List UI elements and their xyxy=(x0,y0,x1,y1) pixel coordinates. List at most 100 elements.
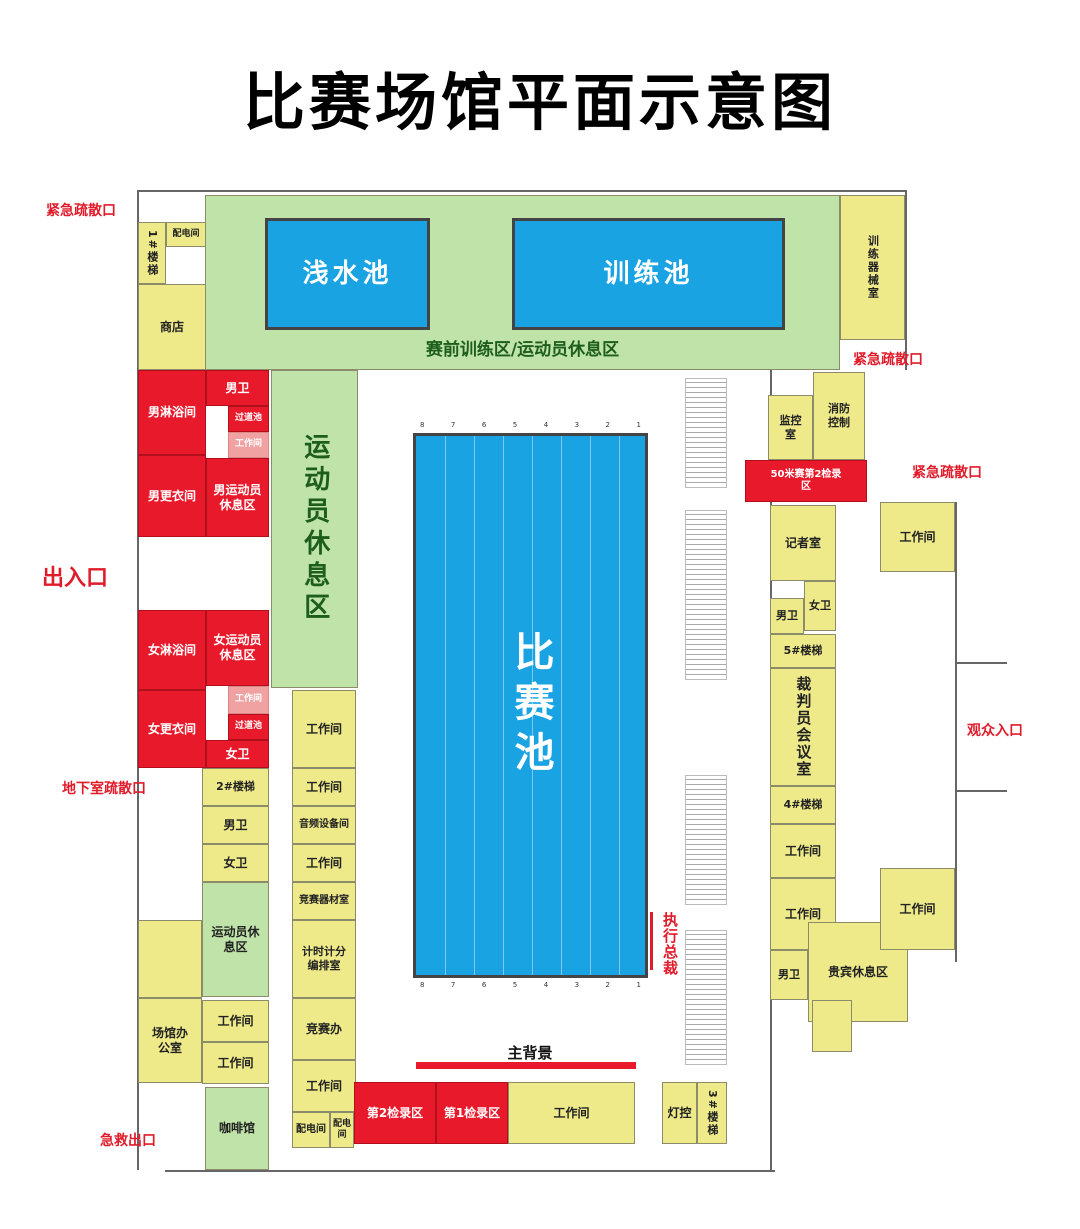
check-zone-50m-label: 50米赛第2检录区 xyxy=(770,468,842,493)
timing-room-label: 计时计分编排室 xyxy=(302,945,346,972)
stair-1-label: 1#楼梯 xyxy=(145,229,159,277)
men-wc-2: 男卫 xyxy=(202,806,269,844)
lane-number: 7 xyxy=(450,421,456,429)
men-wc-label: 男卫 xyxy=(225,380,250,395)
lane-line xyxy=(619,436,620,975)
shallow-pool: 浅水池 xyxy=(265,218,430,330)
spectator-seats xyxy=(685,378,727,488)
men-athlete-rest-label: 男运动员休息区 xyxy=(213,482,262,512)
workroom-f: 工作间 xyxy=(292,1060,356,1112)
lane-number: 1 xyxy=(636,421,641,429)
workroom-e-label: 工作间 xyxy=(305,855,342,870)
workroom-b: 工作间 xyxy=(202,1042,269,1084)
transit-pool-1: 过道池 xyxy=(228,406,269,432)
small-workroom-1-label: 工作间 xyxy=(234,439,262,450)
lane-line xyxy=(590,436,591,975)
light-control-label: 灯控 xyxy=(667,1105,692,1120)
equipment-room-label: 竞赛器材室 xyxy=(299,894,349,906)
lane-number: 5 xyxy=(512,981,518,989)
lane-number: 6 xyxy=(481,421,487,429)
women-shower: 女淋浴间 xyxy=(138,610,206,690)
women-changing-label: 女更衣间 xyxy=(147,721,196,736)
workroom-a-label: 工作间 xyxy=(217,1013,254,1028)
press-room: 记者室 xyxy=(770,505,836,581)
workroom-a: 工作间 xyxy=(202,1000,269,1042)
women-athlete-rest: 女运动员休息区 xyxy=(206,610,269,686)
audience-entrance-label: 观众入口 xyxy=(967,723,1023,739)
women-wc-3: 女卫 xyxy=(804,581,836,631)
lane-number: 4 xyxy=(543,421,549,429)
workroom-g-label: 工作间 xyxy=(553,1105,590,1120)
emergency-exit-ne-label: 紧急疏散口 xyxy=(853,352,923,368)
vip-lounge-annex xyxy=(812,1000,852,1052)
power-room-3-label: 配电间 xyxy=(333,1118,352,1140)
workroom-d-label: 工作间 xyxy=(305,779,342,794)
transit-pool-2: 过道池 xyxy=(228,714,269,740)
workroom-d: 工作间 xyxy=(292,768,356,806)
workroom-c: 工作间 xyxy=(292,690,356,768)
outer-wall-top xyxy=(137,190,907,192)
stair-1: 1#楼梯 xyxy=(138,222,166,284)
check-zone-2: 第2检录区 xyxy=(354,1082,436,1144)
cafe-label: 咖啡馆 xyxy=(218,1121,255,1135)
power-room-1-label: 配电间 xyxy=(172,228,200,239)
lane-line xyxy=(474,436,475,975)
check-zone-1-label: 第1检录区 xyxy=(443,1105,501,1120)
lane-number: 8 xyxy=(420,981,425,989)
training-pool: 训练池 xyxy=(512,218,785,330)
workroom-j: 工作间 xyxy=(880,502,955,572)
small-workroom-1: 工作间 xyxy=(228,432,269,458)
athlete-rest-vertical-label: 运动员休息区 xyxy=(299,433,330,625)
workroom-b-label: 工作间 xyxy=(217,1055,254,1070)
competition-pool: 比赛池 xyxy=(413,433,648,978)
entrance-hall-wall xyxy=(955,502,957,962)
stair-3-label: 3#楼梯 xyxy=(705,1089,719,1137)
lane-number: 1 xyxy=(636,981,641,989)
women-shower-label: 女淋浴间 xyxy=(147,642,196,657)
cafe: 咖啡馆 xyxy=(205,1087,269,1170)
spectator-seats xyxy=(685,930,727,1065)
shallow-pool-label: 浅水池 xyxy=(302,258,393,289)
men-athlete-rest: 男运动员休息区 xyxy=(206,458,269,537)
women-wc-label: 女卫 xyxy=(225,746,250,761)
workroom-h-label: 工作间 xyxy=(784,843,821,858)
stair-5: 5#楼梯 xyxy=(770,634,836,668)
competition-pool-label: 比赛池 xyxy=(507,630,554,781)
workroom-k-label: 工作间 xyxy=(899,901,936,916)
athlete-rest-vertical: 运动员休息区 xyxy=(271,370,358,688)
workroom-g: 工作间 xyxy=(508,1082,635,1144)
training-pool-label: 训练池 xyxy=(603,258,694,289)
athlete-rest-lower: 运动员休息区 xyxy=(202,882,269,997)
transit-pool-2-label: 过道池 xyxy=(234,721,262,732)
power-room-2-label: 配电间 xyxy=(296,1123,326,1135)
workroom-h: 工作间 xyxy=(770,824,836,878)
women-wc-2: 女卫 xyxy=(202,844,269,882)
stair-4: 4#楼梯 xyxy=(770,786,836,824)
warmup-zone-label: 赛前训练区/运动员休息区 xyxy=(425,339,620,360)
fire-control-room-label: 消防控制 xyxy=(828,402,850,429)
lane-number: 5 xyxy=(512,421,518,429)
training-equipment-room-label: 训练器械室 xyxy=(866,235,880,300)
lane-line xyxy=(503,436,504,975)
lane-number: 7 xyxy=(450,981,456,989)
light-control: 灯控 xyxy=(662,1082,697,1144)
emergency-exit-e-label: 紧急疏散口 xyxy=(912,465,982,481)
referee-meeting-room-label: 裁判员会议室 xyxy=(794,676,813,778)
entrance-hall-wall xyxy=(957,662,1007,664)
press-room-label: 记者室 xyxy=(784,535,821,550)
workroom-i-label: 工作间 xyxy=(784,906,821,921)
lane-number: 4 xyxy=(543,981,549,989)
stair-3: 3#楼梯 xyxy=(697,1082,727,1144)
vip-lounge-label: 贵宾休息区 xyxy=(827,964,888,979)
audio-room-label: 音频设备间 xyxy=(299,818,349,830)
power-room-2: 配电间 xyxy=(292,1112,330,1148)
stair-2-label: 2#楼梯 xyxy=(216,780,255,794)
men-changing-label: 男更衣间 xyxy=(147,488,196,503)
women-athlete-rest-label: 女运动员休息区 xyxy=(213,633,262,662)
lane-number: 6 xyxy=(481,981,487,989)
fire-control-room: 消防控制 xyxy=(813,372,865,460)
basement-exit-label: 地下室疏散口 xyxy=(62,781,146,797)
training-equipment-room: 训练器械室 xyxy=(840,195,905,340)
